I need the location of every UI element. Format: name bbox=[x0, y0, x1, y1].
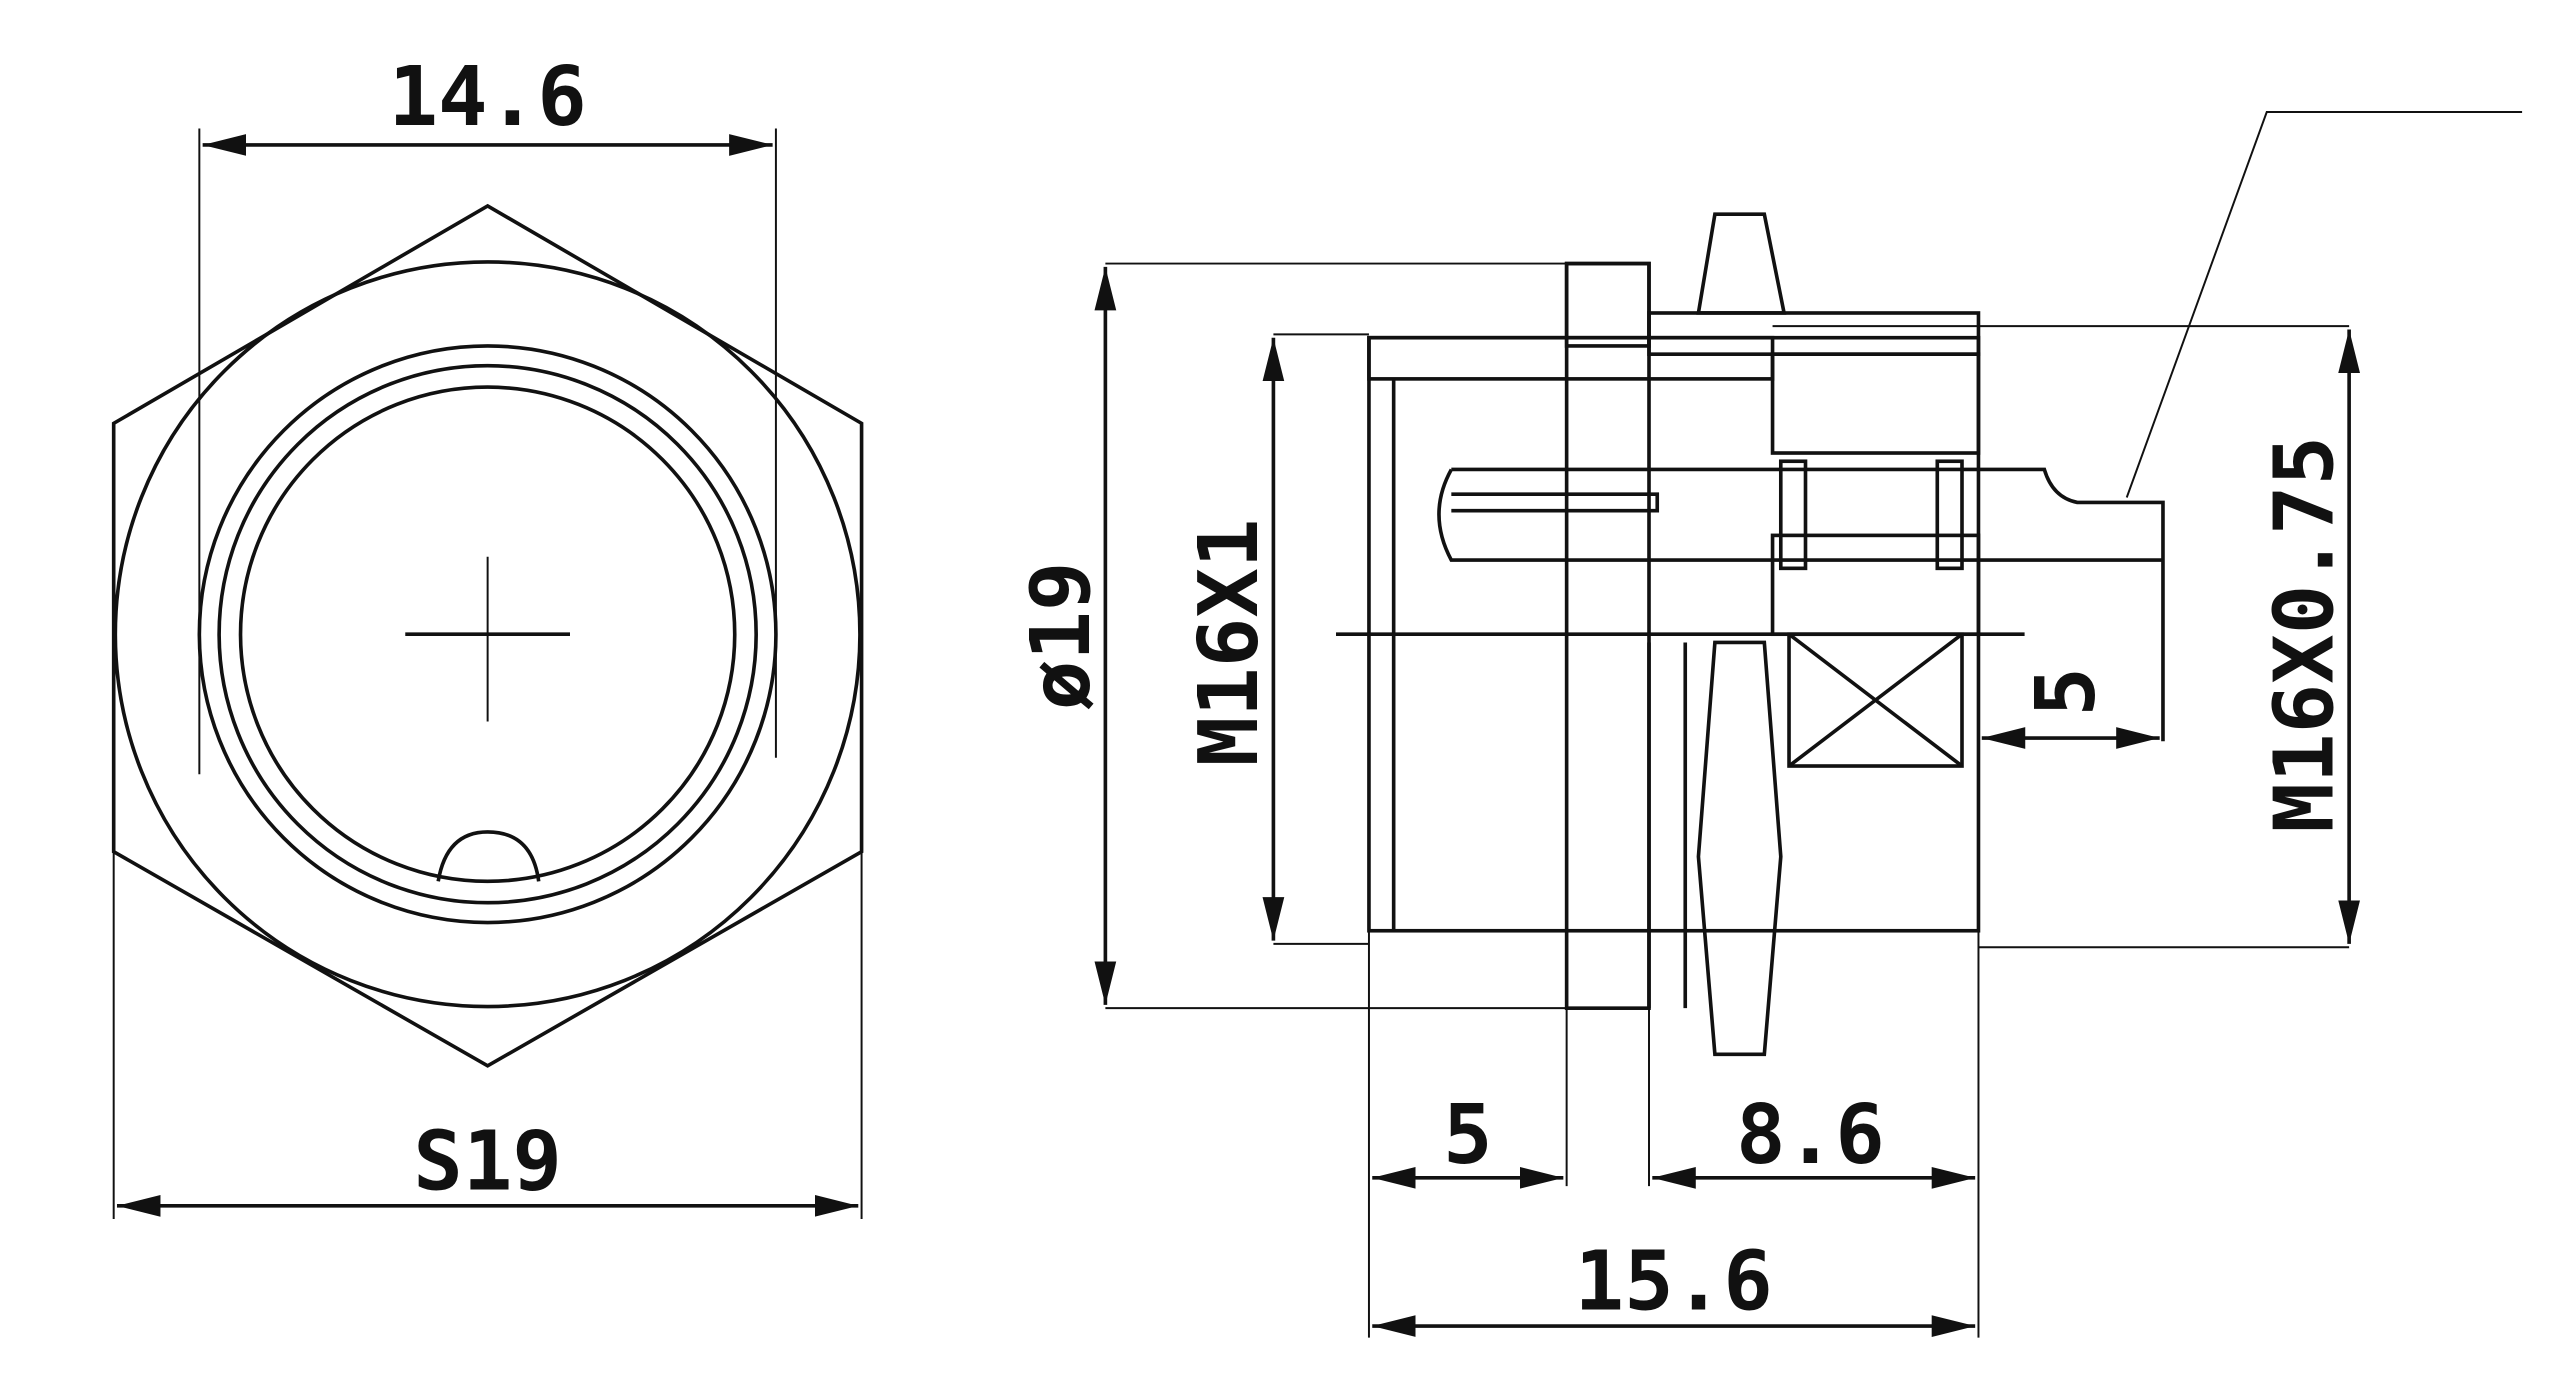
contact-pin bbox=[1437, 467, 2165, 742]
insert-circle bbox=[238, 385, 737, 884]
outer-circle bbox=[113, 260, 862, 1009]
hex-nut-outline bbox=[111, 203, 864, 1068]
dimension-pin-5: 5 bbox=[2019, 667, 2114, 717]
pin-collar bbox=[1935, 459, 1964, 571]
front-view: 14.6 S19 bbox=[111, 50, 864, 1220]
dimension-m16x1: M16X1 bbox=[1182, 518, 1277, 766]
body-wall-section bbox=[1367, 335, 1775, 381]
flat-cross-mark bbox=[1787, 632, 1964, 768]
nut-section bbox=[1647, 311, 1981, 356]
mounting-tab bbox=[1696, 640, 1783, 1057]
flange-section bbox=[1564, 261, 1651, 348]
locking-tab bbox=[1696, 212, 1787, 315]
dimension-m16x075: M16X0.75 bbox=[2258, 436, 2353, 833]
side-view: ø19 M16X1 M16X0.75 5 5 8.6 15.6 bbox=[1014, 111, 2523, 1338]
knurled-nut-top bbox=[1770, 352, 1981, 455]
dimension-s19: S19 bbox=[413, 1114, 562, 1209]
dimension-14-6: 14.6 bbox=[388, 50, 586, 145]
dimension-15-6: 15.6 bbox=[1575, 1235, 1773, 1330]
dimension-o19: ø19 bbox=[1014, 561, 1109, 710]
key-notch bbox=[436, 830, 541, 882]
knurled-nut-bottom bbox=[1770, 533, 1981, 637]
pin-slot bbox=[1451, 492, 1660, 513]
inner-circle bbox=[217, 363, 758, 905]
dimension-8-6: 8.6 bbox=[1736, 1088, 1885, 1183]
leader-line bbox=[2125, 111, 2523, 498]
dimension-5: 5 bbox=[1443, 1088, 1493, 1183]
pin-collar bbox=[1778, 459, 1808, 571]
